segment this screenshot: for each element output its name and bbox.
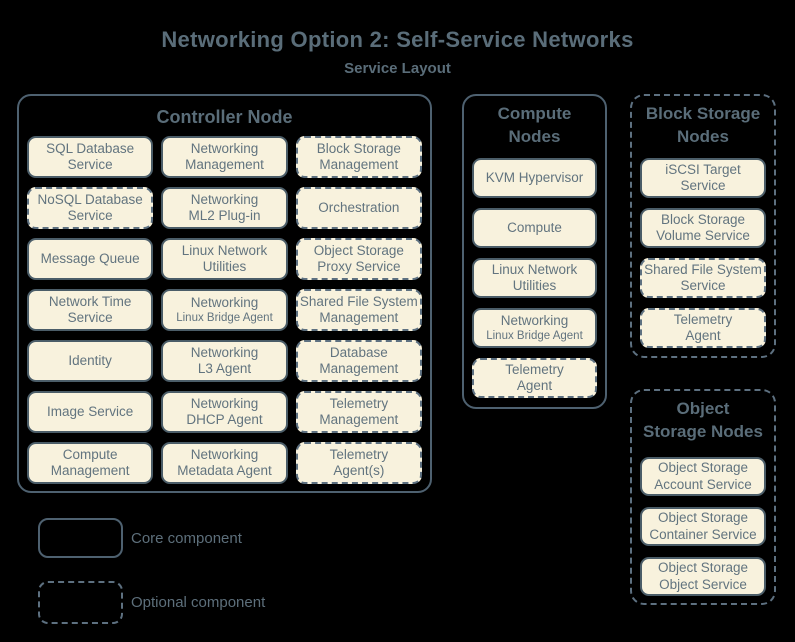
service-box-message-queue: Message Queue xyxy=(27,238,154,280)
service-box-compute: Compute xyxy=(472,208,597,248)
legend-core-label: Core component xyxy=(131,530,242,547)
diagram-subtitle: Service Layout xyxy=(344,60,451,77)
group-title-controller-node: Controller Node xyxy=(156,107,293,127)
legend-optional-box xyxy=(38,581,123,624)
diagram-title: Networking Option 2: Self-Service Networ… xyxy=(161,27,634,52)
legend-optional-label: Optional component xyxy=(131,594,266,611)
service-box-image-service: Image Service xyxy=(27,391,154,433)
legend-core-box xyxy=(38,518,123,558)
service-box-orchestration: Orchestration xyxy=(295,187,422,229)
service-box-identity: Identity xyxy=(27,340,154,382)
service-box-kvm-hypervisor: KVM Hypervisor xyxy=(472,158,597,198)
